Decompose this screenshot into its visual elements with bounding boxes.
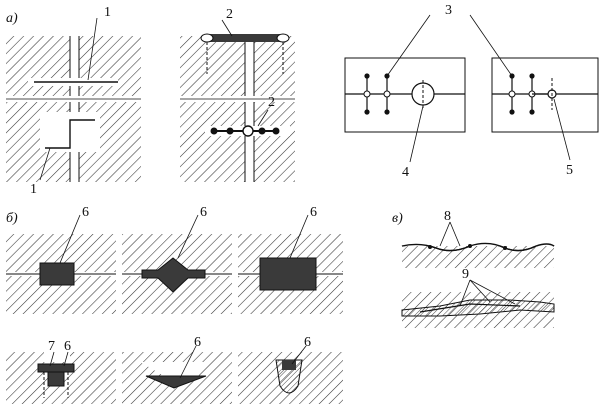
leader-line — [469, 279, 491, 303]
leader-line — [49, 351, 55, 367]
leader-line — [409, 105, 424, 163]
callout-1-bottom: 1 — [30, 182, 37, 197]
leader-line — [449, 221, 461, 247]
panel-a1-bottom — [6, 102, 141, 182]
callout-2-bottom: 2 — [268, 95, 275, 110]
leader-line — [469, 279, 516, 305]
plan-view-left — [344, 57, 466, 133]
plan-view-right — [491, 57, 599, 133]
leader-line — [63, 351, 69, 367]
leader-line — [291, 345, 307, 365]
leader-line — [289, 214, 309, 259]
section-b-label: б) — [6, 211, 18, 226]
callout-6-b2: 6 — [200, 205, 207, 220]
panel-b5 — [122, 352, 232, 404]
callout-6-b3: 6 — [310, 205, 317, 220]
callout-6-b5: 6 — [194, 335, 201, 350]
section-c-label: в) — [392, 211, 403, 226]
callout-7: 7 — [48, 339, 55, 354]
leader-line — [553, 98, 571, 161]
leader-line — [386, 14, 431, 77]
callout-8: 8 — [444, 209, 451, 224]
leader-line — [39, 147, 51, 181]
panel-a2-top — [180, 33, 295, 96]
callout-2-top: 2 — [226, 7, 233, 22]
callout-5: 5 — [566, 163, 573, 178]
panel-b1 — [6, 234, 116, 314]
leader-line — [221, 19, 233, 37]
crack-line — [45, 119, 95, 149]
leader-line — [459, 279, 471, 307]
panel-c1 — [401, 232, 555, 268]
panel-b3 — [238, 234, 343, 314]
panel-a2-bottom — [180, 102, 295, 182]
callout-6-b4: 6 — [64, 339, 71, 354]
callout-1-top: 1 — [104, 5, 111, 20]
panel-b6 — [238, 352, 343, 404]
leader-line — [257, 109, 269, 127]
section-a-label: а) — [6, 11, 18, 26]
callout-4: 4 — [402, 165, 409, 180]
callout-3: 3 — [445, 3, 452, 18]
panel-a1-top — [6, 36, 141, 96]
leader-line — [469, 14, 513, 77]
callout-6-b6: 6 — [304, 335, 311, 350]
bracket-plate — [205, 34, 285, 42]
callout-9: 9 — [462, 267, 469, 282]
panel-b2 — [122, 234, 232, 314]
leader-line — [439, 221, 451, 247]
leader-line — [59, 214, 81, 264]
panel-b4 — [6, 352, 116, 404]
callout-6-b1: 6 — [82, 205, 89, 220]
leader-line — [177, 214, 199, 259]
leader-line — [87, 17, 98, 81]
panel-c2 — [401, 292, 555, 328]
leader-line — [179, 345, 197, 379]
